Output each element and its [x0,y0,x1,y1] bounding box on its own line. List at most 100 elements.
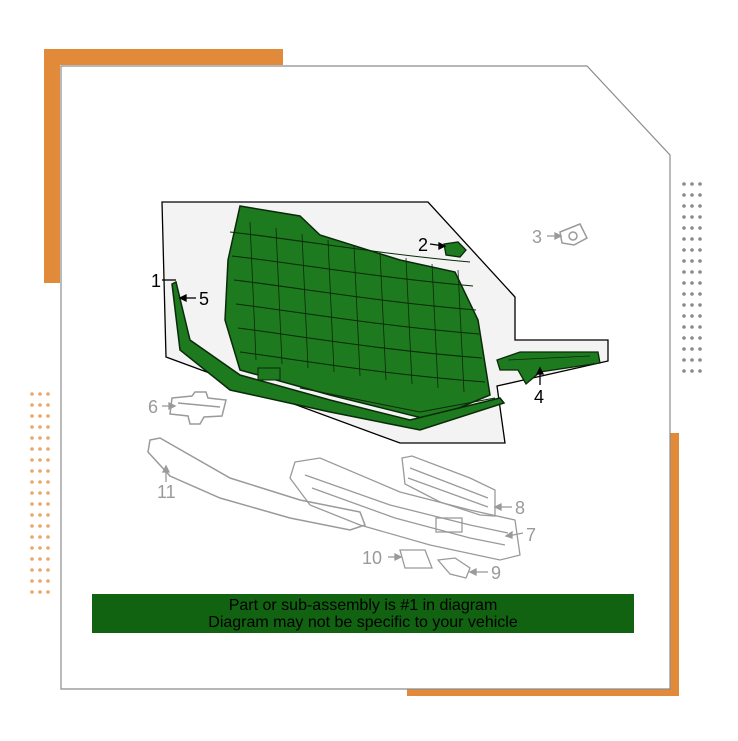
decorative-dot [38,491,42,495]
decorative-dot [682,193,686,197]
orange-frame-left [44,49,60,283]
decorative-dot [698,292,702,296]
decorative-dot [46,579,50,583]
decorative-dot [30,568,34,572]
decorative-dot [690,226,694,230]
banner-line-2: Diagram may not be specific to your vehi… [208,614,518,631]
decorative-dot [682,182,686,186]
decorative-dot [690,325,694,329]
decorative-dot [38,403,42,407]
decorative-dot [698,369,702,373]
decorative-dot [698,193,702,197]
decorative-dot [30,392,34,396]
decorative-dot [690,215,694,219]
decorative-dot [682,204,686,208]
decorative-dot [698,303,702,307]
decorative-dot [30,469,34,473]
grille-bar [231,255,474,287]
sensor-part-3 [559,223,588,246]
decorative-dot [46,502,50,506]
decorative-dot [46,458,50,462]
decorative-dot [682,358,686,362]
decorative-dot [46,414,50,418]
grille-rib [431,263,439,389]
decorative-dot [690,237,694,241]
decorative-dot [38,458,42,462]
decorative-dot [30,502,34,506]
decorative-dot [698,204,702,208]
decorative-dot [682,270,686,274]
callout-10: 10 [362,548,382,568]
decorative-dot [30,403,34,407]
decorative-dot [30,458,34,462]
callout-9: 9 [491,563,501,583]
decorative-dot [690,358,694,362]
decorative-dot [690,182,694,186]
decorative-dot [698,182,702,186]
orange-frame-bottom-right [407,688,679,696]
decorative-dot [38,557,42,561]
decorative-dot [698,215,702,219]
grille-rib [301,233,309,369]
decorative-dot [682,369,686,373]
callout-7: 7 [526,525,536,545]
decorative-dot [682,347,686,351]
decorative-dot [38,480,42,484]
decorative-dot [30,447,34,451]
decorative-dot [30,590,34,594]
decorative-dot [46,392,50,396]
callout-1: 1 [151,271,161,291]
decorative-dot [30,579,34,583]
orange-frame-right [670,433,679,696]
decorative-dot [38,502,42,506]
decorative-dot [690,281,694,285]
decorative-dot [698,237,702,241]
decorative-dot [698,259,702,263]
decorative-dot [38,392,42,396]
decorative-dot [682,259,686,263]
decorative-dot [38,568,42,572]
decorative-dot [46,590,50,594]
insert-part-8 [401,455,496,517]
decorative-dot [30,425,34,429]
callout-6: 6 [148,397,158,417]
decorative-dot [682,248,686,252]
decorative-dot [46,447,50,451]
decorative-dot [690,314,694,318]
cover-part-9 [436,557,471,579]
decorative-dot [30,557,34,561]
decorative-dot [46,568,50,572]
decorative-dot [682,237,686,241]
decorative-dot [46,491,50,495]
decorative-dot [690,204,694,208]
callout-4: 4 [534,387,544,407]
callout-2: 2 [418,235,428,255]
decorative-dot [30,436,34,440]
decorative-dot [38,590,42,594]
grille-bar [235,303,480,335]
clip-part-2 [443,241,467,258]
decorative-dot [698,270,702,274]
decorative-dot [46,546,50,550]
callout-labels: 1 2 3 4 5 6 7 8 9 10 11 [148,227,544,583]
decorative-dot [682,336,686,340]
decorative-dot [46,436,50,440]
decorative-dot [698,325,702,329]
decorative-dot [38,579,42,583]
decorative-dot [30,546,34,550]
decorative-dot [682,303,686,307]
decorative-dot [682,226,686,230]
orange-frame-top-left [44,49,283,65]
decorative-dot [690,193,694,197]
decorative-dot [46,425,50,429]
grille-rib [405,257,413,385]
info-banner: Part or sub-assembly is #1 in diagram Di… [92,594,634,633]
decorative-dot [682,292,686,296]
banner-line-1: Part or sub-assembly is #1 in diagram [228,597,498,614]
decorative-dot [38,535,42,539]
grille-bar [233,279,477,311]
decorative-dot [698,248,702,252]
callout-3: 3 [532,227,542,247]
grille-assembly [171,205,506,431]
